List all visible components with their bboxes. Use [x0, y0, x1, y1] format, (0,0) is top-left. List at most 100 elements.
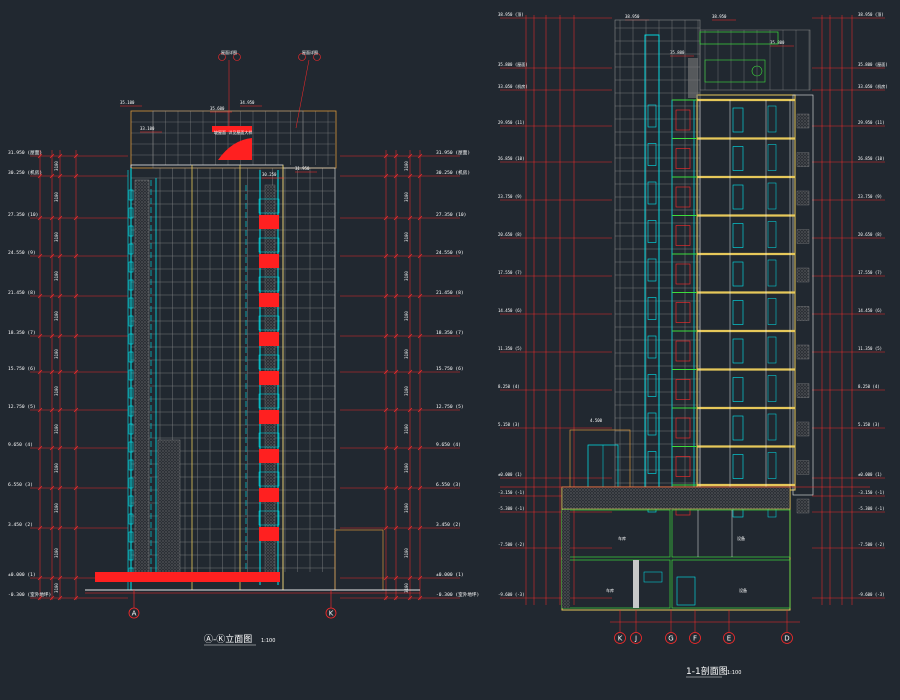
elevation-dim-text: 3100 [404, 548, 409, 558]
elevation-level-label-left: 15.750 (6) [8, 366, 36, 372]
section-level-label-left: 26.850 (10) [498, 156, 525, 161]
elevation-dim-text: 3100 [404, 583, 409, 593]
elevation-top-mark: 35.100 [120, 100, 135, 105]
section-level-label-right: -9.600 (-3) [858, 592, 885, 597]
section-level-label-right: 20.650 (8) [858, 232, 882, 237]
section-level-label-left: 38.950 (顶) [498, 12, 524, 17]
section-top-mark: 38.950 [712, 14, 727, 19]
axis-label-a: A [132, 610, 137, 618]
elevation-dim-text: 3100 [54, 583, 59, 593]
section-axis-bubble [781, 632, 793, 644]
section-level-label-right: 26.850 (10) [858, 156, 885, 161]
section-level-label-right: 38.950 (顶) [858, 12, 884, 17]
axis-bubble-k [325, 607, 337, 619]
elevation-level-label-right: ±0.000 (1) [436, 572, 464, 578]
elevation-level-label-right: 31.950 (屋面) [436, 150, 470, 156]
section-level-label-right: 11.350 (5) [858, 346, 882, 351]
section-title: 1-1剖面图 [686, 665, 728, 677]
elevation-dim-text: 3100 [54, 386, 59, 396]
elevation-dim-text: 3100 [404, 463, 409, 473]
elevation-level-label-left: 18.350 (7) [8, 330, 36, 336]
section-podium-mark: 4.500 [590, 418, 603, 423]
elevation-dim-text: 3100 [404, 232, 409, 242]
elevation-level-label-left: ±0.000 (1) [8, 572, 36, 578]
elevation-top-mark: 33.100 [140, 126, 155, 131]
elevation-level-label-left: 31.950 (屋面) [8, 150, 42, 156]
section-room-label-4: 设备 [739, 587, 747, 593]
elevation-dim-text: 3100 [54, 192, 59, 202]
elevation-title: Ⓐ-Ⓚ立面图 [204, 633, 252, 645]
elevation-level-label-left: 30.250 (机房) [8, 169, 42, 176]
section-level-label-right: 17.550 (7) [858, 270, 882, 275]
section-basement: 车库 设备 车库 设备 4.500 [561, 418, 791, 611]
elevation-dimension-lines: 31.950 (屋面)31.950 (屋面)30.250 (机房)30.250 … [8, 150, 479, 601]
section-axis-bubble [630, 632, 642, 644]
elevation-level-label-right: 12.750 (5) [436, 404, 464, 410]
section-axis-label: K [618, 635, 623, 643]
elevation-level-label-left: -0.300 (室外地坪) [8, 591, 51, 598]
section-axis-label: D [784, 635, 789, 643]
elevation-dim-text: 3100 [54, 232, 59, 242]
section-level-label-right: 23.750 (9) [858, 194, 882, 199]
elevation-roof-note: 坡屋面 详见屋面大样 [214, 129, 252, 135]
section-level-label-right: -5.300 (-1) [858, 506, 885, 511]
section-level-label-left: 11.350 (5) [498, 346, 522, 351]
elevation-entrance-wall [157, 439, 181, 576]
elevation-dim-text: 3100 [54, 424, 59, 434]
section-level-label-left: 14.450 (6) [498, 308, 522, 313]
elevation-level-label-right: 24.550 (9) [436, 250, 464, 256]
section-axis-label: J [634, 635, 637, 643]
section-axis-bubble [723, 632, 735, 644]
section-level-label-left: 29.950 (11) [498, 120, 525, 125]
elevation-roof-band [212, 126, 252, 132]
section-level-label-right: 35.800 (屋面) [858, 61, 888, 67]
section-level-label-left: 5.150 (3) [498, 422, 520, 427]
section-axis-bubble [665, 632, 677, 644]
elevation-stone-column [134, 179, 150, 576]
elevation-top-tags: 屋面详图 屋面详图 坡屋面 详见屋面大样 [214, 49, 321, 135]
section-level-label-left: ±0.000 (1) [498, 472, 522, 477]
section-top-mark: 38.950 [625, 14, 640, 19]
elevation-level-label-left: 6.550 (3) [8, 482, 33, 488]
section-drawing: 38.950 (顶) 38.950 (顶) 35.800 (屋面) 35.800 (屋… [498, 12, 888, 678]
elevation-dim-text: 3100 [404, 311, 409, 321]
section-floor-slabs [647, 98, 810, 518]
elevation-level-label-right: 6.550 (3) [436, 482, 461, 488]
section-room-label-1: 车库 [618, 535, 626, 541]
section-level-label-left: 23.750 (9) [498, 194, 522, 199]
elevation-dim-text: 3100 [54, 548, 59, 558]
section-level-label-left: 35.800 (屋面) [498, 61, 528, 67]
section-axis-bubble [614, 632, 626, 644]
elevation-level-label-right: 27.350 (10) [436, 212, 466, 218]
section-level-label-left: 20.650 (8) [498, 232, 522, 237]
elevation-level-label-right: 3.450 (2) [436, 522, 461, 528]
section-level-label-right: 8.250 (4) [858, 384, 880, 389]
section-roof-equipment [699, 31, 779, 45]
elevation-dim-text: 3100 [404, 271, 409, 281]
elevation-dim-text: 3100 [404, 424, 409, 434]
section-scale: 1:100 [727, 670, 741, 676]
elevation-dim-text: 3100 [54, 311, 59, 321]
section-level-label-left: 17.550 (7) [498, 270, 522, 275]
elevation-level-label-right: -0.300 (室外地坪) [436, 591, 479, 598]
elevation-dim-text: 3100 [404, 349, 409, 359]
elevation-tag-left: 屋面详图 [221, 49, 237, 55]
section-level-label-right: 5.150 (3) [858, 422, 880, 427]
section-top-mark: 35.800 [770, 40, 785, 45]
elevation-level-label-right: 21.450 (8) [436, 290, 464, 296]
elevation-dim-text: 3100 [404, 386, 409, 396]
elevation-top-mark: 35.600 [210, 106, 225, 111]
axis-label-k: K [329, 610, 334, 618]
section-level-label-right: 14.450 (6) [858, 308, 882, 313]
section-room-label-2: 设备 [737, 535, 745, 541]
elevation-dim-text: 3100 [54, 463, 59, 473]
elevation-balconies [128, 189, 280, 579]
section-axis-label: F [693, 635, 697, 643]
section-level-label-left: -7.500 (-2) [498, 542, 525, 547]
elevation-level-label-right: 15.750 (6) [436, 366, 464, 372]
section-top-mark: 35.800 [670, 50, 685, 55]
